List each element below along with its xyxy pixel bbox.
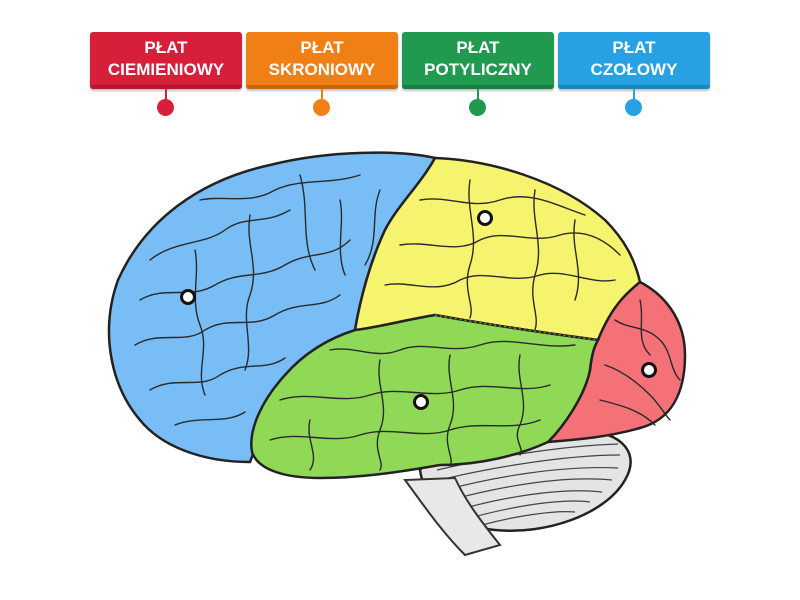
drop-target-temporal[interactable]	[413, 394, 429, 410]
brainstem	[403, 476, 502, 557]
label-pin-temporal[interactable]	[313, 99, 330, 116]
drop-target-frontal[interactable]	[180, 289, 196, 305]
drop-target-occipital[interactable]	[641, 362, 657, 378]
label-stem-temporal	[321, 89, 323, 103]
label-pin-parietal[interactable]	[157, 99, 174, 116]
label-pin-frontal[interactable]	[625, 99, 642, 116]
label-stem-occipital	[477, 89, 479, 103]
label-pin-occipital[interactable]	[469, 99, 486, 116]
sulci-lines	[134, 174, 681, 471]
drop-target-parietal[interactable]	[477, 210, 493, 226]
label-stem-frontal	[633, 89, 635, 103]
label-stem-parietal	[165, 89, 167, 103]
